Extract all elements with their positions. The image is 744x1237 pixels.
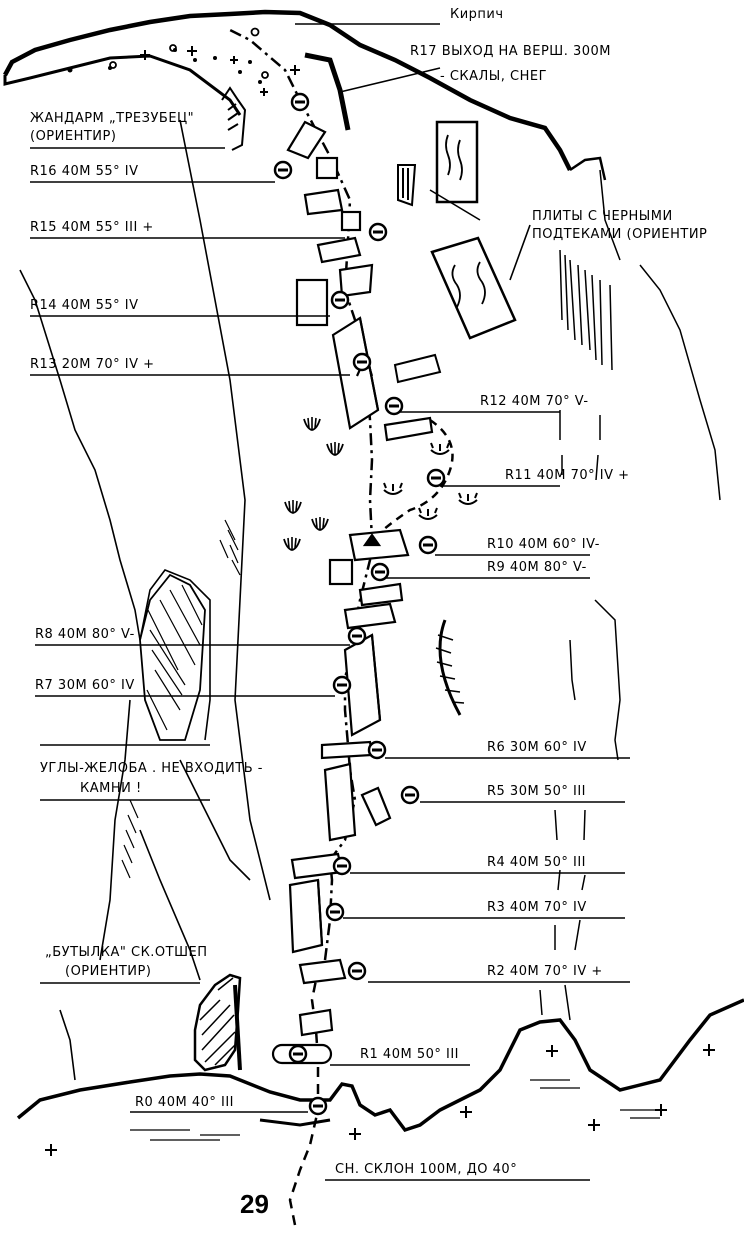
black-streak-slab-2 bbox=[430, 236, 517, 340]
bottle-label: „БУТЫЛКА" СК.ОТШЕП bbox=[45, 945, 208, 960]
hatched-crescent-right bbox=[435, 619, 465, 716]
r14-label: R14 40М 55° IV bbox=[30, 298, 139, 313]
plates-label: ПЛИТЫ С ЧЕРНЫМИ bbox=[532, 209, 673, 224]
r5-label: R5 30М 50° III bbox=[487, 784, 586, 799]
small-tower bbox=[397, 164, 417, 207]
r12-label: R12 40М 70° V- bbox=[480, 394, 589, 409]
hatched-couloir-left bbox=[121, 519, 241, 879]
small-slab bbox=[393, 353, 442, 384]
r3-label: R3 40М 70° IV bbox=[487, 900, 587, 915]
r8-label: R8 40М 80° V- bbox=[35, 627, 135, 642]
gendarme-spire bbox=[221, 86, 247, 151]
warning-label: УГЛЫ-ЖЕЛОБА . НЕ ВХОДИТЬ - bbox=[40, 761, 263, 776]
r11-label: R11 40М 70° IV + bbox=[505, 468, 630, 483]
warning-label-2: КАМНИ ! bbox=[80, 781, 142, 796]
route-features bbox=[271, 120, 434, 1065]
black-streak-slab-1 bbox=[435, 120, 479, 204]
summit-label: Кирпич bbox=[450, 7, 504, 22]
r10-label: R10 40М 60° IV- bbox=[487, 537, 600, 552]
bottle-flake bbox=[193, 973, 242, 1072]
left-buttress-outlines bbox=[19, 119, 271, 1081]
r15-label: R15 40М 55° III + bbox=[30, 220, 154, 235]
bottle-label-2: (ОРИЕНТИР) bbox=[65, 964, 151, 979]
page-number: 29 bbox=[240, 1189, 269, 1219]
slope-label: СН. СКЛОН 100М, ДО 40° bbox=[335, 1162, 517, 1177]
route-labels: Кирпич R17 ВЫХОД НА ВЕРШ. 300М - СКАЛЫ, … bbox=[30, 7, 707, 1219]
r17-label-2: - СКАЛЫ, СНЕГ bbox=[440, 69, 547, 84]
hatched-flake-left bbox=[139, 573, 206, 741]
gendarme-label-2: (ОРИЕНТИР) bbox=[30, 129, 116, 144]
summit-ridge bbox=[3, 9, 607, 181]
r16-label: R16 40М 55° IV bbox=[30, 164, 139, 179]
gendarme-label: ЖАНДАРМ „ТРЕЗУБЕЦ" bbox=[30, 111, 194, 126]
r4-label: R4 40М 50° III bbox=[487, 855, 586, 870]
r0-label: R0 40М 40° III bbox=[135, 1095, 234, 1110]
r1-label: R1 40М 50° III bbox=[360, 1047, 459, 1062]
plates-label-2: ПОДТЕКАМИ (ОРИЕНТИР bbox=[532, 227, 707, 242]
right-couloir bbox=[539, 169, 721, 1021]
snow-slope-base bbox=[16, 998, 744, 1156]
leader-lines bbox=[30, 23, 630, 1181]
grass-tufts bbox=[283, 416, 478, 551]
r9-label: R9 40М 80° V- bbox=[487, 560, 587, 575]
r2-label: R2 40М 70° IV + bbox=[487, 964, 603, 979]
r13-label: R13 20М 70° IV + bbox=[30, 357, 155, 372]
belay-stations bbox=[273, 92, 446, 1116]
r7-label: R7 30М 60° IV bbox=[35, 678, 135, 693]
r6-label: R6 30М 60° IV bbox=[487, 740, 587, 755]
r17-label: R17 ВЫХОД НА ВЕРШ. 300М bbox=[410, 44, 611, 59]
